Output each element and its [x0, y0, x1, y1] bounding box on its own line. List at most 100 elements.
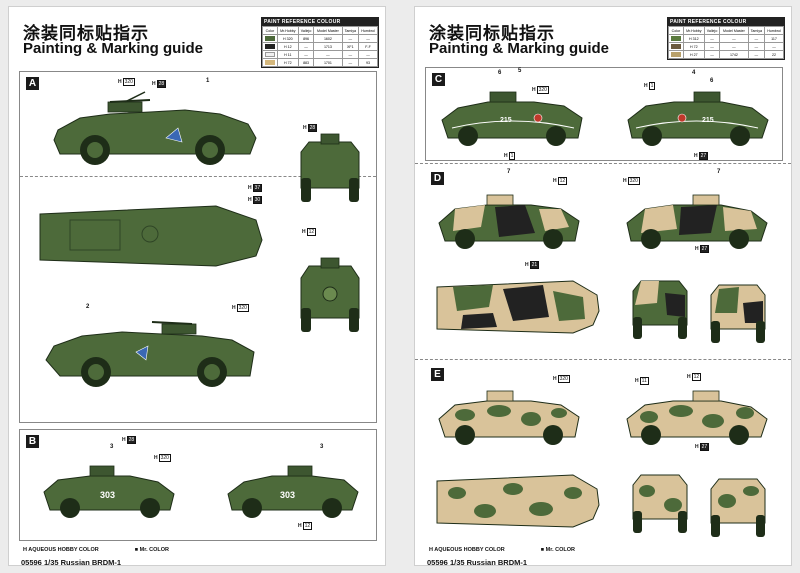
vehicle-front-view-d-camo — [632, 280, 688, 339]
marker-6: 6 — [710, 78, 714, 84]
divider — [415, 163, 791, 164]
color-swatch — [264, 52, 275, 57]
vehicle-rear-view — [300, 257, 360, 332]
section-label-a: A — [26, 77, 39, 90]
marker-7: 7 — [507, 169, 511, 175]
section-label-c: C — [432, 73, 445, 86]
vehicle-top-view — [39, 205, 263, 267]
marker-4: 4 — [692, 70, 696, 76]
paint-table-heading: PAINT REFERENCE COLOUR — [668, 18, 784, 26]
marker-5: 5 — [518, 68, 522, 74]
left-page: 涂装同标贴指示 Painting & Marking guide PAINT R… — [8, 6, 386, 566]
vehicle-side-view-b-mirrored: 303 — [227, 465, 359, 518]
vehicle-side-view-c-mirrored: 215 — [627, 91, 769, 146]
col-vallejo: Vallejo — [297, 26, 315, 35]
marker-1: 1 — [206, 78, 210, 84]
vehicle-rear-view-d-camo — [710, 284, 766, 343]
hull-number-215: 215 — [500, 117, 512, 124]
vehicle-top-view-d-camo — [436, 280, 600, 334]
col-color: Color — [262, 26, 278, 35]
vehicle-side-view-d-camo-mirrored — [626, 194, 768, 249]
color-swatch — [670, 36, 681, 41]
divider — [415, 359, 791, 360]
title-english: Painting & Marking guide — [23, 40, 204, 57]
vehicle-front-view-e-camo — [632, 474, 688, 533]
right-page: 涂装同标贴指示 Painting & Marking guide PAINT R… — [414, 6, 792, 566]
col-modelmaster: Model Master — [313, 26, 343, 35]
marker-7: 7 — [717, 169, 721, 175]
section-label-b: B — [26, 435, 39, 448]
color-swatch — [264, 60, 275, 65]
vehicle-rear-view-e-camo — [710, 478, 766, 537]
title-chinese: 涂装同标贴指示 — [429, 24, 555, 44]
vehicle-side-view-b: 303 — [43, 465, 175, 518]
title-english: Painting & Marking guide — [429, 40, 610, 57]
paint-table-heading: PAINT REFERENCE COLOUR — [262, 18, 378, 26]
vehicle-side-view-mirrored — [45, 321, 255, 387]
vehicle-side-view-e-camo — [438, 390, 580, 445]
color-legend: H AQUEOUS HOBBY COLOR■ Mr. COLOR — [23, 547, 169, 553]
paint-table-grid: Color Mr.Hobby Vallejo Model Master Tami… — [668, 26, 784, 59]
table-row: H 72 — — — — — [668, 42, 784, 51]
title-chinese: 涂装同标贴指示 — [23, 24, 149, 44]
paint-table-grid: Color Mr.Hobby Vallejo Model Master Tami… — [262, 26, 378, 67]
section-label-d: D — [431, 172, 444, 185]
color-swatch — [264, 36, 275, 41]
vehicle-side-view — [53, 91, 257, 165]
paint-reference-table: PAINT REFERENCE COLOUR Color Mr.Hobby Va… — [667, 17, 785, 60]
marker-3: 3 — [110, 444, 114, 450]
col-mrhobby: Mr.Hobby — [276, 26, 299, 35]
color-swatch — [670, 44, 681, 49]
hull-number-303: 303 — [280, 490, 295, 500]
marker-3: 3 — [320, 444, 324, 450]
divider — [20, 176, 376, 177]
section-label-e: E — [431, 368, 444, 381]
vehicle-side-view-c: 215 — [441, 91, 583, 146]
marker-2: 2 — [86, 304, 90, 310]
vehicle-top-view-e-camo — [436, 474, 600, 528]
model-info: 05596 1/35 Russian BRDM-1 — [427, 558, 528, 566]
paint-reference-table: PAINT REFERENCE COLOUR Color Mr.Hobby Va… — [261, 17, 379, 68]
color-swatch — [264, 44, 275, 49]
col-tamiya: Tamiya — [341, 26, 360, 35]
vehicle-side-view-d-camo — [438, 194, 580, 249]
vehicle-side-view-e-camo-mirrored — [626, 390, 768, 445]
table-row: H 27 — 1742 — 22 — [668, 50, 784, 59]
table-row: H 11 — — — — — [262, 50, 378, 59]
vehicle-front-view — [300, 133, 360, 202]
table-row: H 12 — 1713 XF1 F-F — [262, 42, 378, 51]
col-humbrol: Humbrol — [358, 26, 378, 35]
table-row: H 72 883 1701 — 93 — [262, 58, 378, 67]
model-info: 05596 1/35 Russian BRDM-1 — [21, 558, 122, 566]
hull-number-303: 303 — [100, 490, 115, 500]
hull-number-215: 215 — [702, 117, 714, 124]
table-row: H 320 896 1602 — — — [262, 34, 378, 43]
